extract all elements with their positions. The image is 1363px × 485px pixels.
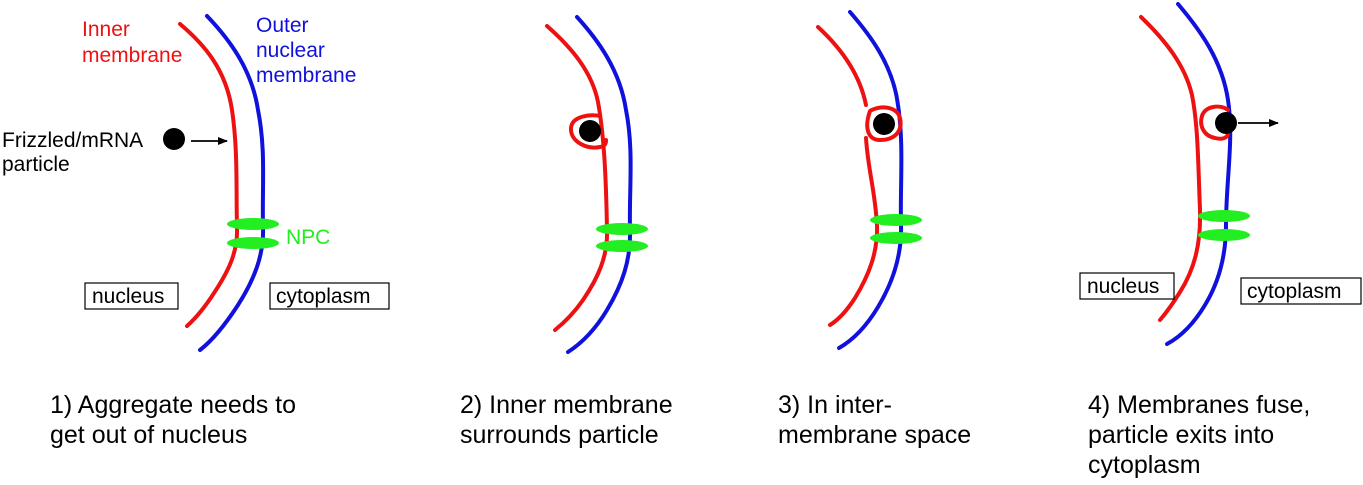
frizzled-particle [873, 113, 895, 135]
outer-membrane-line [566, 15, 633, 354]
inner-membrane-label-line-2: membrane [82, 44, 182, 67]
nucleus-box [84, 282, 179, 310]
npc-pore-bottom [1198, 229, 1250, 241]
panel-1: Inner membrane Outer nuclear membrane Fr… [2, 14, 390, 449]
npc-pore-top [1198, 210, 1250, 222]
caption-2-line-2: surrounds particle [460, 421, 659, 449]
caption-4-line-2: particle exits into [1088, 421, 1274, 449]
fused-membrane-pocket [1199, 104, 1230, 141]
frizzled-particle [163, 128, 185, 150]
particle-label-line-1: Frizzled/mRNA [2, 129, 143, 152]
panel-4: nucleus cytoplasm 4) Membranes fuse, par… [1079, 2, 1362, 479]
caption-3-line-1: 3) In inter- [778, 391, 892, 419]
outer-membrane-line [1165, 2, 1233, 346]
frizzled-particle [1215, 112, 1237, 134]
outer-membrane-line [198, 14, 266, 352]
caption-4-line-1: 4) Membranes fuse, [1088, 391, 1310, 419]
outer-membrane-label-line-1: Outer [256, 14, 309, 37]
inner-membrane-label-line-1: Inner [82, 18, 130, 41]
cytoplasm-box [269, 282, 390, 310]
npc-pore-bottom [596, 240, 648, 252]
npc-pore-bottom [870, 232, 922, 244]
outer-membrane-line [837, 10, 904, 350]
cytoplasm-label: cytoplasm [276, 285, 371, 308]
nucleus-label: nucleus [92, 285, 164, 308]
inner-membrane-vesicle [569, 113, 608, 150]
inner-membrane-line [545, 24, 610, 332]
caption-2-line-1: 2) Inner membrane [460, 391, 673, 419]
frizzled-particle [579, 120, 601, 142]
inner-membrane-line [1139, 15, 1203, 322]
npc-pore-top [870, 214, 922, 226]
caption-1-line-1: 1) Aggregate needs to [50, 391, 296, 419]
cytoplasm-box [1240, 277, 1362, 305]
caption-3-line-2: membrane space [778, 421, 971, 449]
caption-4-line-3: cytoplasm [1088, 451, 1201, 479]
cytoplasm-label: cytoplasm [1247, 280, 1342, 303]
npc-pore-top [227, 218, 279, 230]
nucleus-label: nucleus [1087, 275, 1159, 298]
npc-pore-top [596, 223, 648, 235]
nucleus-box [1079, 272, 1175, 300]
panel-3: 3) In inter- membrane space [778, 10, 971, 449]
npc-pore-bottom [227, 237, 279, 249]
caption-1-line-2: get out of nucleus [50, 421, 247, 449]
inner-membrane-vesicle [865, 105, 903, 142]
inner-membrane-line [816, 25, 880, 327]
particle-label-line-2: particle [2, 153, 70, 176]
inner-membrane-line [178, 22, 240, 328]
npc-label: NPC [286, 226, 330, 249]
panel-2: 2) Inner membrane surrounds particle [460, 15, 673, 449]
outer-membrane-label-line-3: membrane [256, 64, 356, 87]
outer-membrane-label-line-2: nuclear [256, 39, 325, 62]
